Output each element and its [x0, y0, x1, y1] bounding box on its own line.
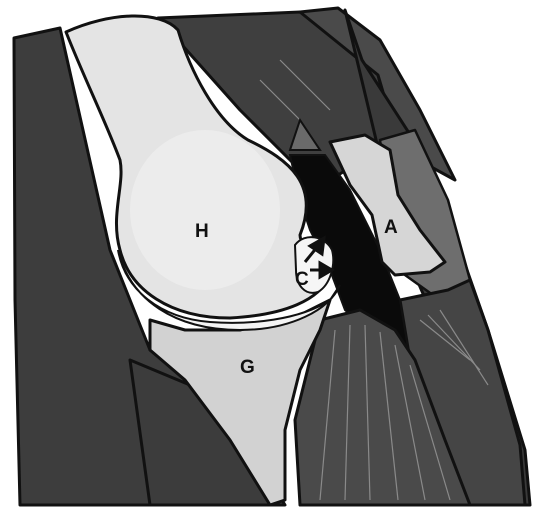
label-a: A [384, 217, 398, 238]
label-h: H [195, 221, 209, 242]
label-g: G [240, 357, 255, 378]
label-c: C [295, 269, 309, 290]
humeral-head-shading [130, 130, 280, 290]
